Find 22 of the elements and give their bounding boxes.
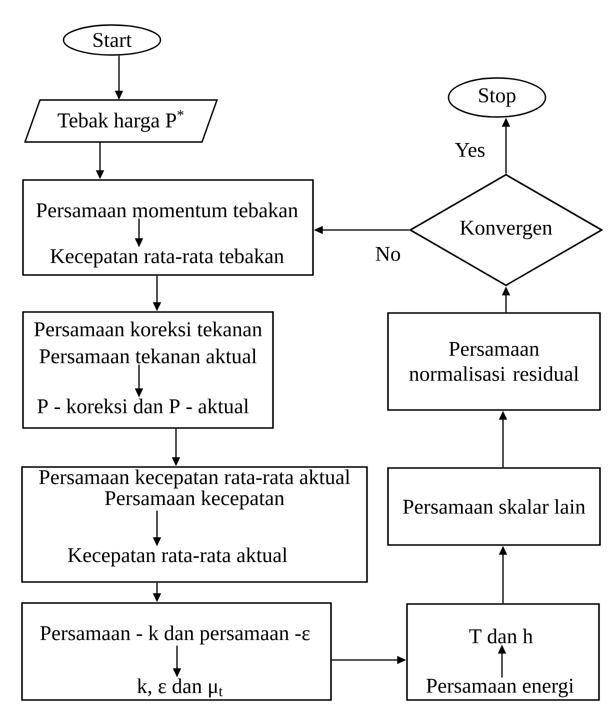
equation-text: Persamaan momentum tebakan: [36, 202, 298, 218]
process-box: Persamaan skalar lain: [387, 467, 601, 546]
equation-text: Persamaan - k dan persamaan -ε: [40, 625, 310, 645]
process-box: [22, 179, 314, 276]
process-box: [21, 602, 332, 701]
equation-text: Kecepatan rata-rata aktual: [68, 547, 288, 567]
edge-label: No: [374, 246, 402, 262]
terminal-oval: Stop: [448, 77, 546, 118]
equation-text: Persamaan kecepatan rata-rata aktual Persamaan kecepatan: [39, 469, 350, 510]
equation-text: k, ε dan μ$_{t}$: [137, 678, 223, 698]
process-box: [406, 603, 600, 701]
edge-label: Yes: [454, 142, 486, 158]
process-box: [21, 466, 368, 583]
equation-text: Persamaan energi: [426, 678, 574, 698]
process-box: [22, 311, 274, 429]
equation-text: T dan h: [469, 628, 533, 644]
equation-text: Persamaan koreksi tekanan Persamaan tekanan aktual: [34, 322, 262, 364]
equation-text: Kecepatan rata-rata tebakan: [50, 248, 284, 268]
terminal-oval: Start: [62, 24, 162, 56]
equation-text: P - koreksi dan P - aktual: [37, 398, 249, 414]
process-box: Persamaan normalisasi residual: [387, 312, 601, 411]
input-parallelogram: Tebak harga P$^{*}$: [24, 99, 218, 143]
